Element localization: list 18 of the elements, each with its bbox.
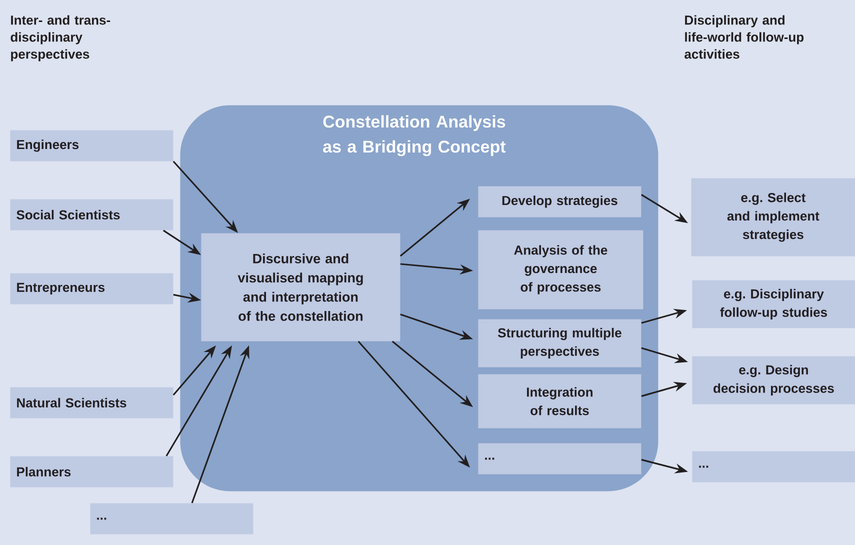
box: Discursive and visualised mapping and interpretation of the constellation [201,233,400,342]
box: Structuring multiple perspectives [478,319,642,368]
box: ... [90,503,254,534]
box: Social Scientists [10,199,174,230]
box: e.g. Disciplinary follow-up studies [692,280,855,328]
box: Develop strategies [478,186,642,218]
heading: Disciplinary and life-world follow-up activities [684,15,804,59]
box: Integration of results [478,374,642,428]
box: Analysis of the governance of processes [478,230,644,310]
box: e.g. Design decision processes [692,356,855,404]
box: ... [692,451,855,482]
box: Planners [10,456,174,488]
box: Natural Scientists [10,387,174,418]
box: Engineers [10,130,174,162]
box: Entrepreneurs [10,273,174,304]
box: e.g. Select and implement strategies [691,178,855,256]
box: ... [478,443,642,474]
heading: Inter- and trans-disciplinary perspectives [10,15,110,62]
